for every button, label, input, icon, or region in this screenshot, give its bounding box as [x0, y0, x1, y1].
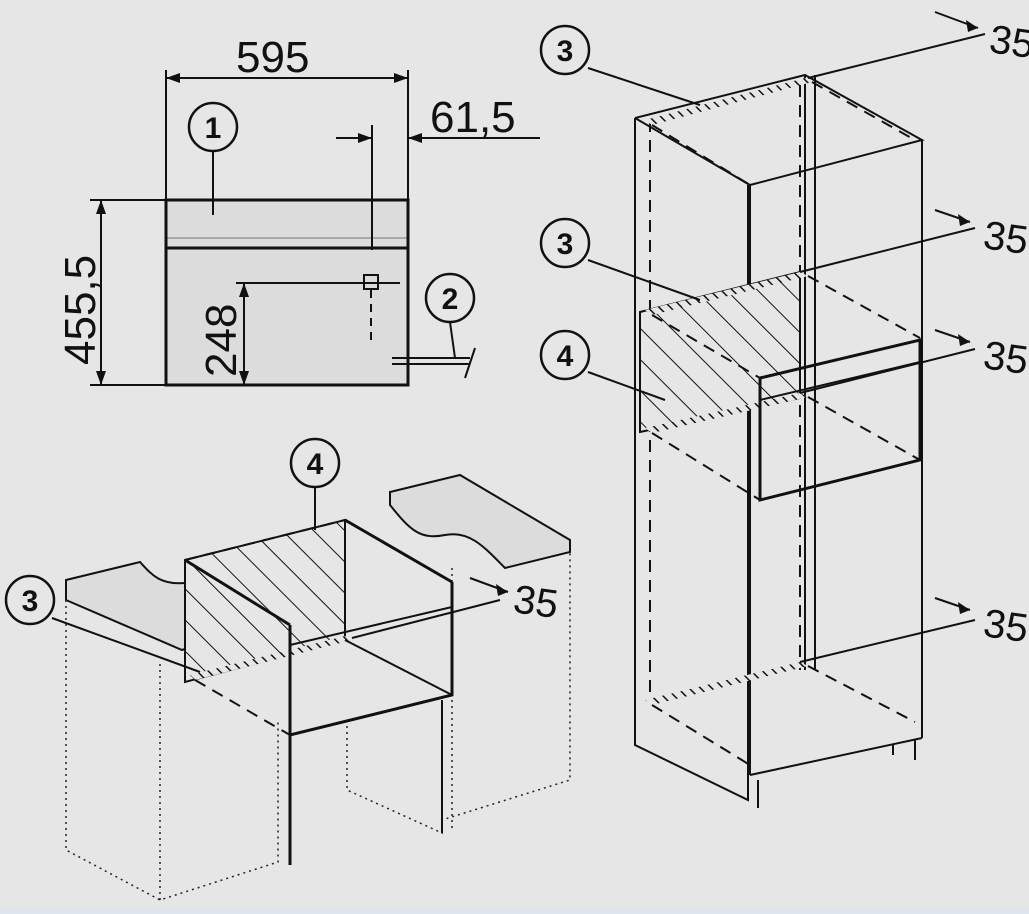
gap-dimension-bottom: 35	[981, 601, 1029, 651]
callout-3-tall-top: 3	[557, 35, 574, 68]
width-dimension: 595	[236, 33, 309, 82]
panel-offset-dimension: 61,5	[430, 93, 516, 142]
base-unit: 35 4 3	[4, 437, 571, 901]
countertop-right	[389, 473, 571, 570]
connection-height-dimension: 248	[197, 304, 246, 377]
gap-dimension-base: 35	[511, 577, 561, 627]
connection-point-icon	[363, 274, 379, 290]
callout-3-base: 3	[22, 585, 39, 618]
gap-dimension-niche-top: 35	[981, 213, 1029, 263]
gap-dimension-niche-bottom: 35	[981, 333, 1029, 383]
height-dimension: 455,5	[56, 255, 105, 365]
gap-dimension-top: 35	[987, 17, 1029, 67]
front-view: 595 61,5 455,5 248 1 2	[56, 33, 540, 387]
callout-1: 1	[205, 112, 222, 145]
callout-2: 2	[442, 283, 459, 316]
window-bottom-edge	[0, 908, 1029, 914]
appliance-front	[164, 198, 410, 387]
callout-4-tall: 4	[557, 340, 574, 373]
tall-cabinet: 35 35 35 35 3 3 4	[539, 11, 1029, 808]
callout-3-tall-shelf: 3	[557, 228, 574, 261]
callout-4-base: 4	[307, 448, 324, 481]
